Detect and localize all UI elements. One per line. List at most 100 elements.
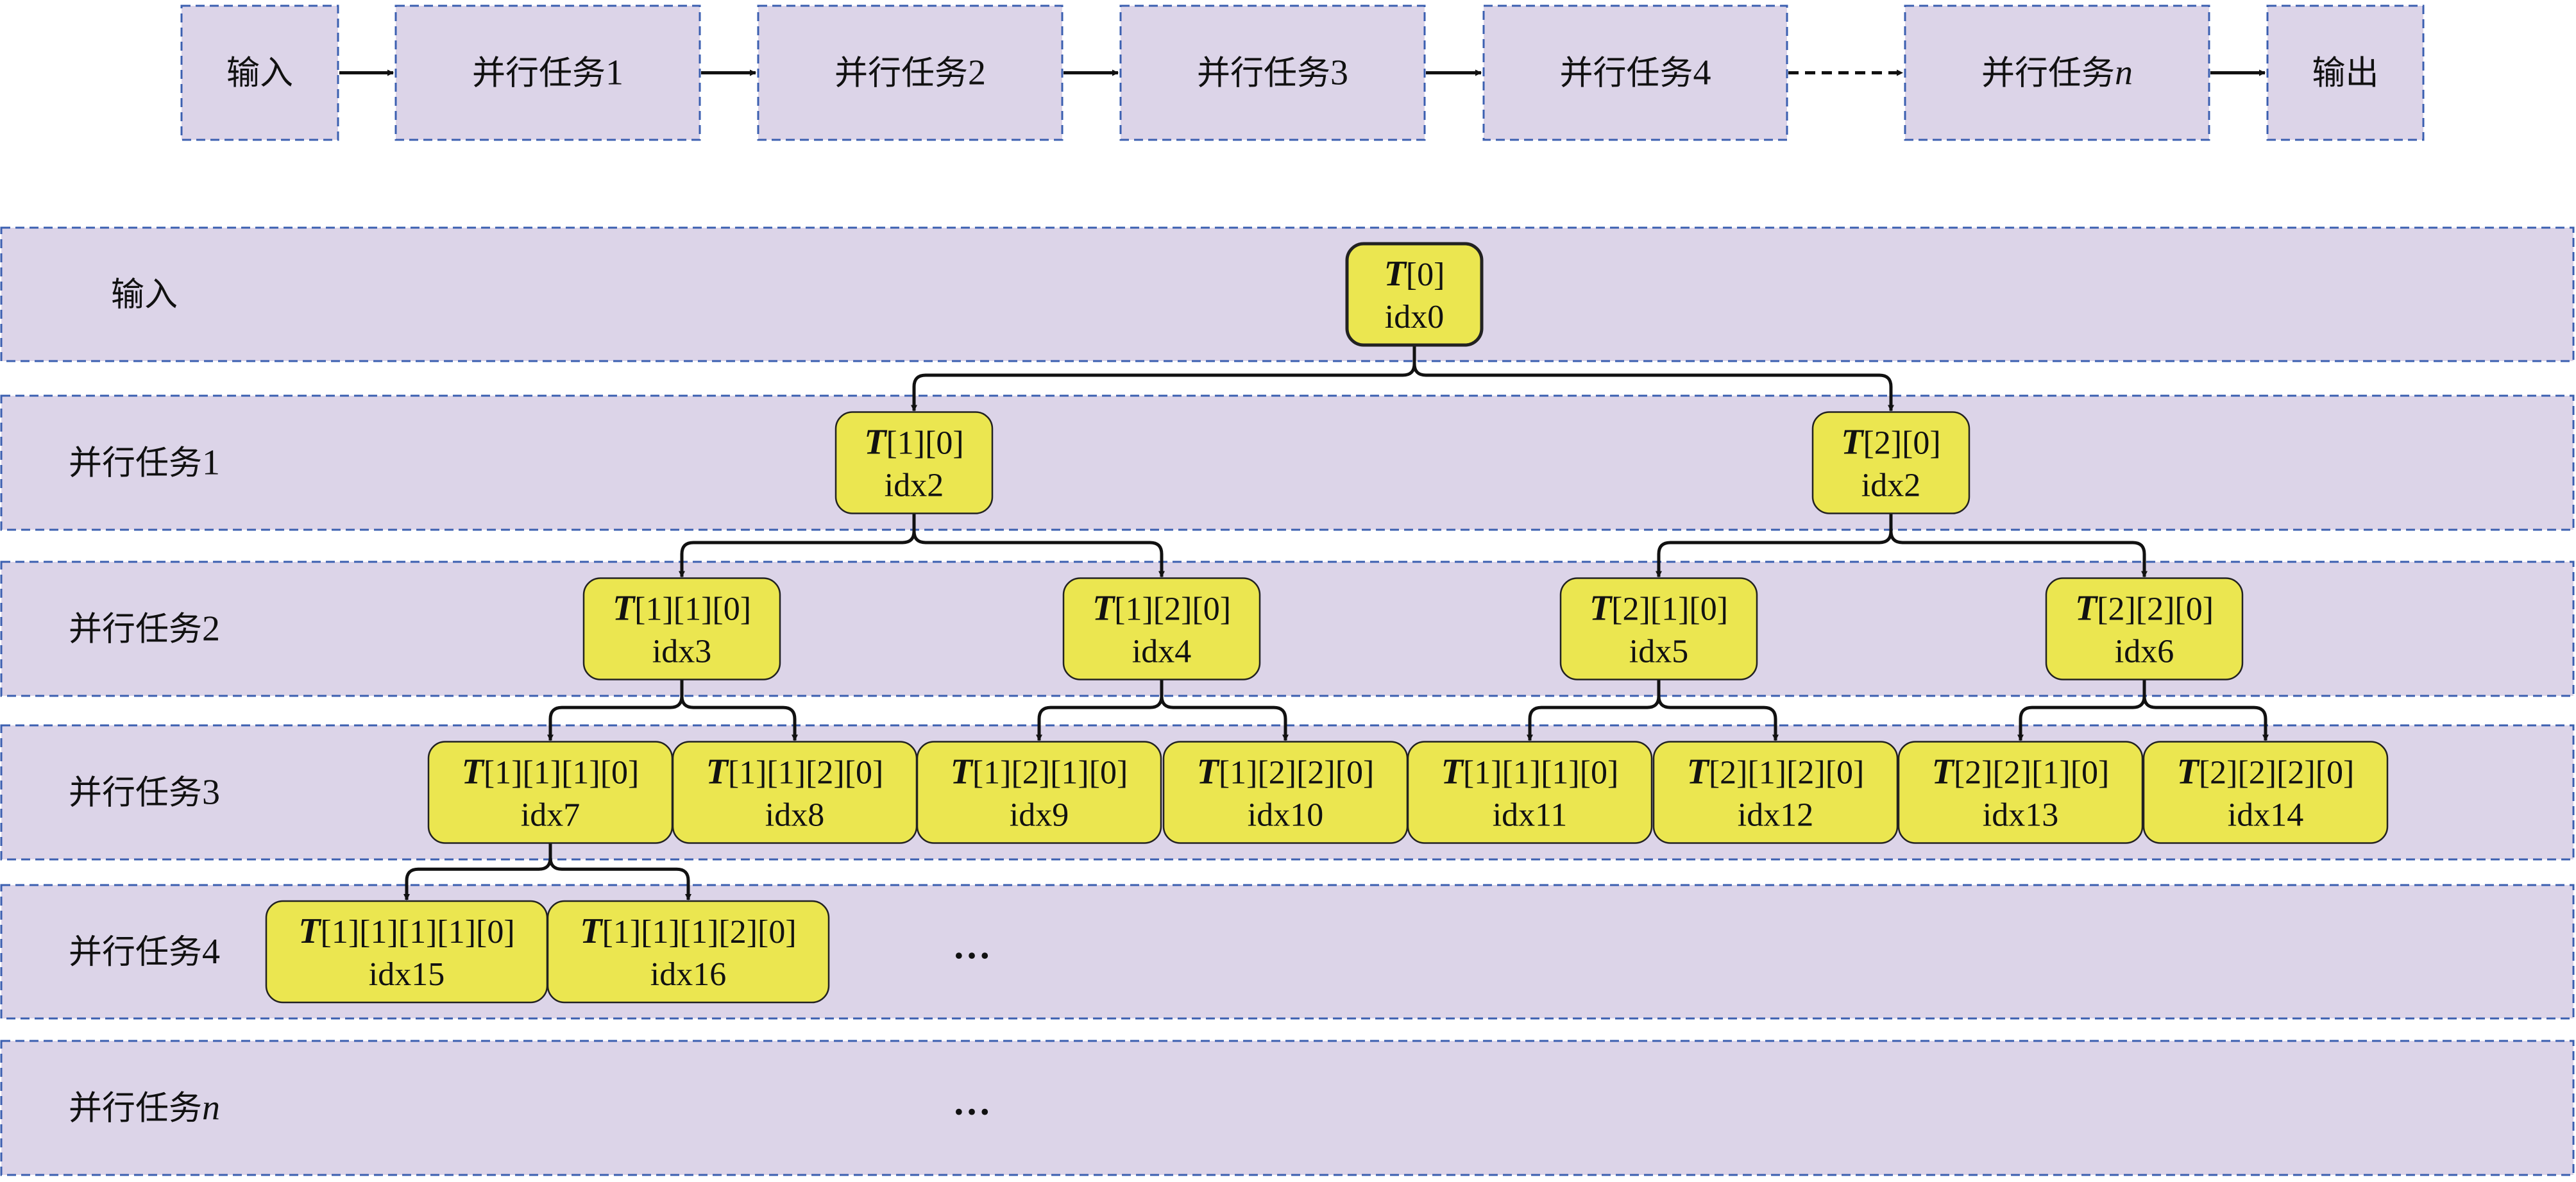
tree-node-label: T[1][2][2][0] [1197,752,1375,792]
tree-node-symbol: T [462,752,486,792]
lane-n [0,1040,2575,1176]
tree-node-symbol: T [1197,752,1221,792]
tree-node-symbol: T [580,911,604,951]
tree-node-n11: T[1][1][1][0] idx11 [1407,741,1653,844]
tree-edge [1412,345,1894,412]
ellipsis-lanen: … [953,1081,991,1123]
tree-node-n5: T[2][1][0]idx5 [1559,577,1758,680]
tree-node-label: T[2][1][2][0] [1687,752,1865,792]
tree-node-index-path: [1][0] [886,425,963,462]
pipeline-step-label: 输入 [226,55,293,93]
tree-node-n0: T[0] idx0 [1345,242,1484,347]
tree-node-index-path: [1][2][2][0] [1219,755,1375,791]
tree-node-symbol: T [2177,752,2201,792]
tree-node-symbol: T [298,911,322,951]
lane-label-text: 并行任务 [69,774,202,813]
pipeline-step-text: 并行任务 [1559,55,1693,93]
tree-node-symbol: T [706,752,730,792]
pipeline-step-pn [1904,4,2210,141]
tree-node-idx: idx6 [2115,634,2174,670]
tree-node-box [916,741,1162,844]
tree-node-n14: T[2][2][2][0] idx14 [2142,741,2389,844]
lane-label: 并行任务4 [69,932,220,972]
lane-label: 并行任务n [69,1088,220,1128]
pipeline-step-suffix: 1 [606,53,623,93]
tree-edge [680,679,798,741]
tree-node-box [2045,577,2244,680]
lane-label: 输入 [111,276,178,314]
tree-node-idx: idx8 [765,797,824,834]
tree-nodes: T[0]idx0T[1][0]idx2T[2][0]idx2T[1][1][0]… [265,242,2389,1123]
tree-node-index-path: [1][1][1][2][0] [602,914,797,950]
tree-node-idx: idx15 [369,956,445,993]
tree-node-idx: idx2 [1861,468,1920,504]
pipeline-step-text: 并行任务 [1197,55,1330,93]
lane-label-text: 并行任务 [69,933,202,972]
tree-node-index-path: [1][2][1][0] [972,755,1128,791]
pipeline-step-p4 [1482,4,1788,141]
tree-node-index-path: [2][1][2][0] [1709,755,1865,791]
tree-node-n13: T[2][2][1][0]idx13 [1897,741,2144,844]
tree-node-index-path: [2][2][2][0] [2199,755,2355,791]
tree-node-box [547,900,830,1004]
tree-node-label: T[1][2][0] [1092,589,1231,629]
lane-label-suffix: 2 [202,609,220,649]
pipeline-step-p3 [1119,4,1426,141]
tree-node-label: T[0] [1384,254,1445,294]
lane-label-suffix: 3 [202,773,220,813]
pipeline-step-label: 并行任务2 [835,53,986,93]
pipeline-step-suffix: 2 [968,53,986,93]
tree-node-idx: idx0 [1385,299,1444,335]
tree-node-symbol: T [1687,752,1711,792]
pipeline-step-text: 输出 [2312,55,2378,93]
tree-node-idx: idx16 [650,956,726,993]
tree-node-label: T[1][0] [864,423,963,462]
tree-node-index-path: [2][1][0] [1611,591,1728,628]
tree-edge [912,513,1165,578]
tree-node-index-path: [2][2][1][0] [1954,755,2110,791]
tree-node-idx: idx13 [1983,797,2058,834]
tree-node-idx: idx3 [652,634,711,670]
pipeline-step-text: 并行任务 [472,55,606,93]
tree-node-symbol: T [1441,752,1465,792]
tree-node-label: T[1][1][1][0] [1441,752,1619,792]
lane-label-text: 并行任务 [69,1090,202,1128]
pipeline-step-label: 并行任务1 [472,53,623,93]
tree-node-n10: T[1][2][2][0]idx10 [1162,741,1409,844]
tree-node-index-path: [1][1][1][0] [1463,755,1619,791]
tree-node-symbol: T [1384,254,1408,294]
lane-label-suffix: 4 [202,932,220,972]
lane-label: 并行任务1 [69,443,220,483]
lane-input [0,226,2575,362]
ellipsis-lane4: … [953,924,991,967]
tree-node-label: T[2][2][2][0] [2177,752,2355,792]
tree-node-box [1345,242,1484,347]
lane-label-suffix: 1 [202,443,220,483]
tree-node-label: T[1][1][0] [613,589,751,629]
pipeline-step-text: 输入 [226,55,293,93]
tree-node-index-path: [1][1][1][0] [484,755,640,791]
pipeline-step-label: 输出 [2312,55,2378,93]
tree-edge [1889,513,2148,578]
tree-node-symbol: T [1589,589,1613,629]
tree-node-label: T[2][1][0] [1589,589,1728,629]
tree-edge [1657,679,1779,741]
tree-node-label: T[1][1][1][0] [462,752,640,792]
lane-1 [0,394,2575,531]
tree-node-index-path: [2][0] [1863,425,1940,462]
tree-node-idx: idx14 [2228,797,2303,834]
tree-node-n2: T[2][0]idx2 [1811,411,1970,514]
tree-edge [2142,679,2269,741]
tree-node-idx: idx11 [1493,797,1568,834]
pipeline-step-label: 并行任务4 [1559,53,1711,93]
pipeline-step-suffix: 3 [1330,53,1348,93]
tree-node-n8: T[1][1][2][0]idx8 [672,741,918,844]
tree-node-label: T[1][1][1][2][0] [580,911,796,951]
lane-label-suffix: n [202,1088,220,1128]
lane-label: 并行任务2 [69,609,220,649]
pipeline-step-label: 并行任务3 [1197,53,1348,93]
tree-node-index-path: [1][2][0] [1114,591,1231,628]
